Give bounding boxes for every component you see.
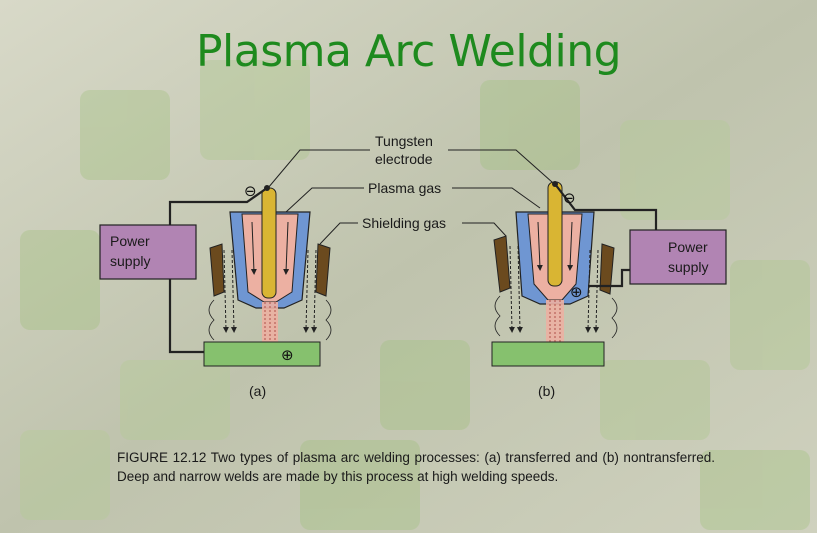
svg-text:supply: supply	[668, 259, 708, 275]
negative-sign-a: ⊖	[244, 182, 257, 200]
negative-sign-b: ⊖	[563, 189, 576, 207]
electrode-b	[547, 181, 563, 287]
shield-cup-left-b	[493, 235, 511, 293]
figure-caption: FIGURE 12.12 Two types of plasma arc wel…	[117, 448, 715, 486]
label-plasma-gas: Plasma gas	[368, 180, 441, 196]
torch-b	[491, 181, 618, 367]
power-supply-b: Power supply	[629, 229, 727, 285]
figure-number: FIGURE 12.12	[117, 450, 207, 465]
svg-text:Tungsten: Tungsten	[375, 133, 433, 149]
positive-sign-b: ⊕	[570, 283, 583, 301]
label-shielding-gas: Shielding gas	[362, 215, 446, 231]
electrode-a	[261, 187, 277, 299]
svg-text:electrode: electrode	[375, 151, 433, 167]
torch-a	[203, 187, 332, 367]
svg-text:Power: Power	[668, 239, 708, 255]
caption-text: Two types of plasma arc welding processe…	[117, 450, 715, 484]
svg-text:supply: supply	[110, 253, 150, 269]
power-supply-a: Power supply	[99, 224, 197, 280]
workpiece-b	[491, 341, 605, 367]
page-title: Plasma Arc Welding	[195, 26, 622, 77]
wiring-a	[168, 187, 268, 354]
workpiece-a	[203, 341, 321, 367]
sublabel-a: (a)	[249, 383, 266, 399]
positive-sign-a: ⊕	[281, 346, 294, 364]
shield-cup-left-a	[209, 243, 225, 297]
svg-text:Power: Power	[110, 233, 150, 249]
shield-cup-right-a	[315, 243, 331, 297]
shield-cup-right-b	[599, 243, 615, 295]
label-tungsten-electrode: Tungsten electrode	[375, 133, 433, 167]
sublabel-b: (b)	[538, 383, 555, 399]
